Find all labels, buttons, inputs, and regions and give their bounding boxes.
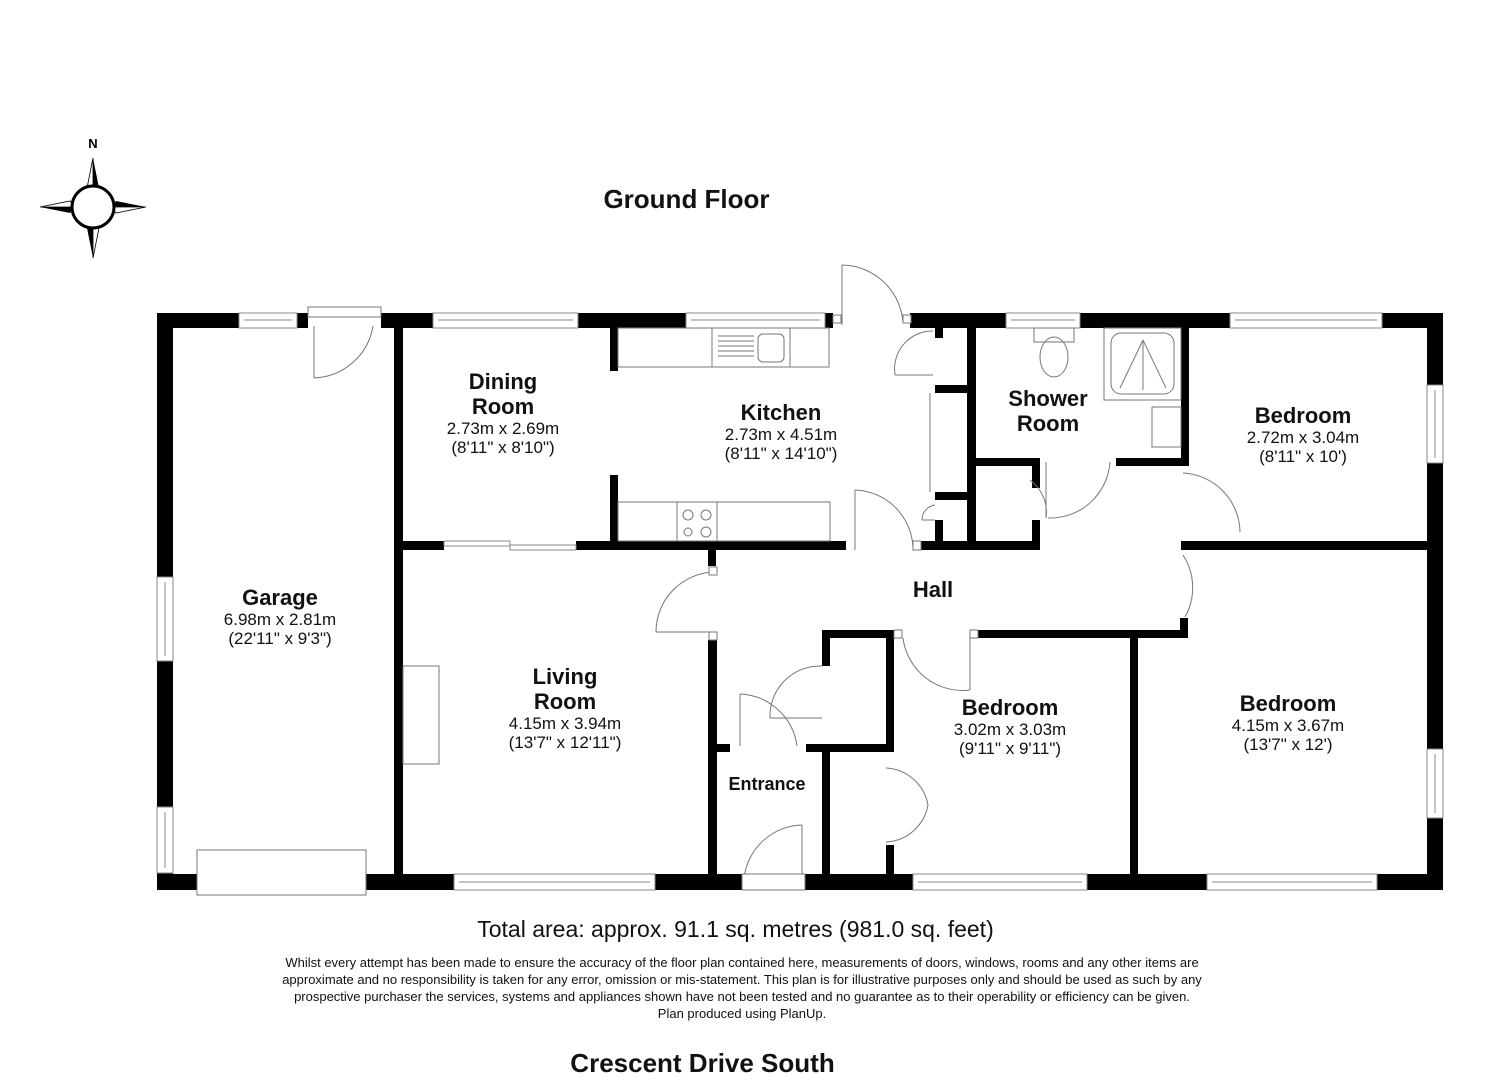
- room-label-living-room: Living Room 4.15m x 3.94m (13'7" x 12'11…: [509, 664, 622, 752]
- room-label-bedroom-2: Bedroom 3.02m x 3.03m (9'11" x 9'11"): [954, 695, 1066, 758]
- kitchen-counter-top: [617, 327, 830, 368]
- room-label-kitchen: Kitchen 2.73m x 4.51m (8'11" x 14'10"): [725, 400, 838, 463]
- room-imperial: (13'7" x 12'11"): [508, 733, 622, 752]
- room-label-dining-room: Dining Room 2.73m x 2.69m (8'11" x 8'10"…: [447, 369, 559, 457]
- room-name-line1: Dining: [468, 369, 538, 394]
- room-name-line2: Room: [471, 394, 535, 419]
- room-metric: 2.73m x 2.69m: [446, 419, 560, 438]
- fireplace-icon: [402, 665, 440, 765]
- room-label-hall: Hall: [913, 577, 953, 602]
- room-name: Kitchen: [740, 400, 822, 425]
- room-name: Garage: [242, 585, 318, 610]
- compass-north-label: N: [88, 136, 97, 151]
- windows: [156, 312, 1444, 891]
- room-label-bedroom-1: Bedroom 2.72m x 3.04m (8'11" x 10'): [1247, 403, 1359, 466]
- room-name: Bedroom: [1239, 691, 1337, 716]
- kitchen-sink-icon: [711, 327, 791, 368]
- room-name: Entrance: [728, 774, 806, 794]
- room-metric: 4.15m x 3.94m: [508, 714, 622, 733]
- compass-rose-icon: N: [39, 136, 147, 259]
- garage-door-icon: [196, 849, 367, 896]
- produced-by: Plan produced using PlanUp.: [657, 1006, 827, 1021]
- fixtures: [196, 327, 1182, 896]
- room-name-line2: Room: [1016, 411, 1080, 436]
- total-area: Total area: approx. 91.1 sq. metres (981…: [477, 916, 994, 942]
- doors: [307, 264, 1241, 891]
- property-address: Crescent Drive South: [570, 1048, 835, 1078]
- room-name-line2: Room: [533, 689, 597, 714]
- room-name: Bedroom: [1254, 403, 1352, 428]
- wash-basin-icon: [1151, 406, 1182, 448]
- disclaimer: Whilst every attempt has been made to en…: [262, 954, 1222, 1022]
- room-name: Hall: [912, 577, 954, 602]
- room-label-garage: Garage 6.98m x 2.81m (22'11" x 9'3"): [224, 585, 336, 648]
- disclaimer-text: Whilst every attempt has been made to en…: [282, 955, 1202, 1004]
- kitchen-counter-bottom: [617, 501, 831, 542]
- room-imperial: (22'11" x 9'3"): [228, 629, 332, 648]
- room-name-line1: Living: [532, 664, 598, 689]
- room-label-entrance: Entrance: [728, 772, 805, 797]
- room-label-bedroom-3: Bedroom 4.15m x 3.67m (13'7" x 12'): [1232, 691, 1344, 754]
- shower-tray-icon: [1103, 327, 1182, 401]
- toilet-icon: [1033, 327, 1075, 378]
- room-imperial: (8'11" x 10'): [1259, 447, 1347, 466]
- room-imperial: (9'11" x 9'11"): [958, 739, 1062, 758]
- floor-title: Ground Floor: [603, 184, 770, 214]
- room-name: Bedroom: [961, 695, 1059, 720]
- room-name-line1: Shower: [1008, 386, 1088, 411]
- room-imperial: (8'11" x 14'10"): [724, 444, 838, 463]
- walls: [157, 313, 1443, 890]
- room-imperial: (13'7" x 12'): [1243, 735, 1333, 754]
- room-metric: 6.98m x 2.81m: [223, 610, 337, 629]
- room-metric: 3.02m x 3.03m: [953, 720, 1067, 739]
- hob-icon: [676, 501, 718, 542]
- room-label-shower-room: Shower Room: [1008, 386, 1087, 436]
- room-metric: 2.72m x 3.04m: [1246, 428, 1360, 447]
- room-imperial: (8'11" x 8'10"): [451, 438, 555, 457]
- room-metric: 2.73m x 4.51m: [724, 425, 838, 444]
- room-metric: 4.15m x 3.67m: [1231, 716, 1345, 735]
